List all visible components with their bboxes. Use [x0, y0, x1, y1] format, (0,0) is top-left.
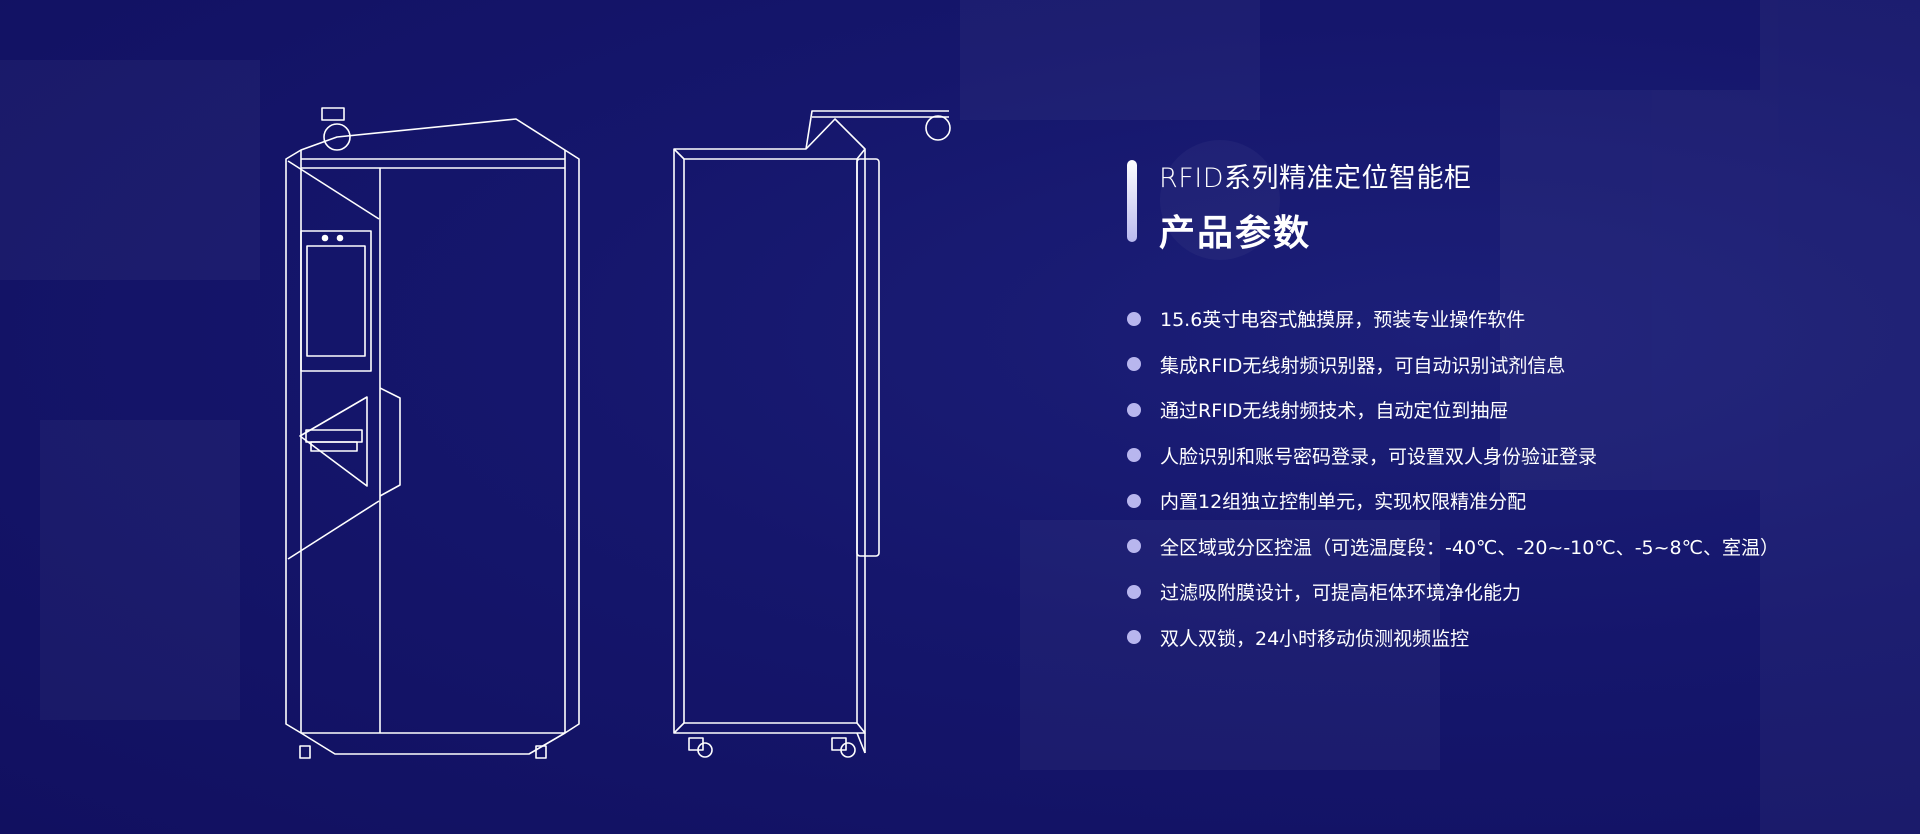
bullet-icon: [1127, 357, 1141, 372]
feature-item: 全区域或分区控温（可选温度段：-40℃、-20~-10℃、-5~8℃、室温）: [1127, 524, 1779, 570]
feature-text: 集成RFID无线射频识别器，可自动识别试剂信息: [1160, 354, 1566, 377]
cabinet-side-view: [673, 110, 951, 758]
bullet-icon: [1127, 539, 1141, 554]
feature-item: 内置12组独立控制单元，实现权限精准分配: [1127, 478, 1779, 524]
feature-list: 15.6英寸电容式触摸屏，预装专业操作软件 集成RFID无线射频识别器，可自动识…: [1127, 296, 1779, 660]
bullet-icon: [1127, 402, 1141, 417]
product-series-title: RFID系列精准定位智能柜: [1159, 163, 1472, 194]
feature-item: 人脸识别和账号密码登录，可设置双人身份验证登录: [1127, 433, 1779, 479]
feature-item: 15.6英寸电容式触摸屏，预装专业操作软件: [1127, 296, 1779, 342]
feature-item: 通过RFID无线射频技术，自动定位到抽屉: [1127, 387, 1779, 433]
feature-text: 15.6英寸电容式触摸屏，预装专业操作软件: [1160, 309, 1526, 332]
feature-item: 双人双锁，24小时移动侦测视频监控: [1127, 615, 1779, 661]
bullet-icon: [1127, 493, 1141, 508]
bullet-icon: [1127, 584, 1141, 599]
feature-text: 人脸识别和账号密码登录，可设置双人身份验证登录: [1160, 445, 1598, 468]
feature-text: 全区域或分区控温（可选温度段：-40℃、-20~-10℃、-5~8℃、室温）: [1160, 536, 1779, 559]
feature-text: 通过RFID无线射频技术，自动定位到抽屉: [1160, 400, 1509, 423]
cabinet-front-view: [285, 107, 580, 759]
feature-text: 内置12组独立控制单元，实现权限精准分配: [1160, 491, 1527, 514]
section-title: 产品参数: [1159, 213, 1312, 254]
feature-text: 过滤吸附膜设计，可提高柜体环境净化能力: [1160, 582, 1522, 605]
bullet-icon: [1127, 311, 1141, 326]
feature-item: 集成RFID无线射频识别器，可自动识别试剂信息: [1127, 342, 1779, 388]
bullet-icon: [1127, 448, 1141, 463]
bullet-icon: [1127, 630, 1141, 645]
feature-item: 过滤吸附膜设计，可提高柜体环境净化能力: [1127, 569, 1779, 615]
feature-text: 双人双锁，24小时移动侦测视频监控: [1160, 627, 1470, 650]
title-accent-bar: [1127, 160, 1137, 242]
